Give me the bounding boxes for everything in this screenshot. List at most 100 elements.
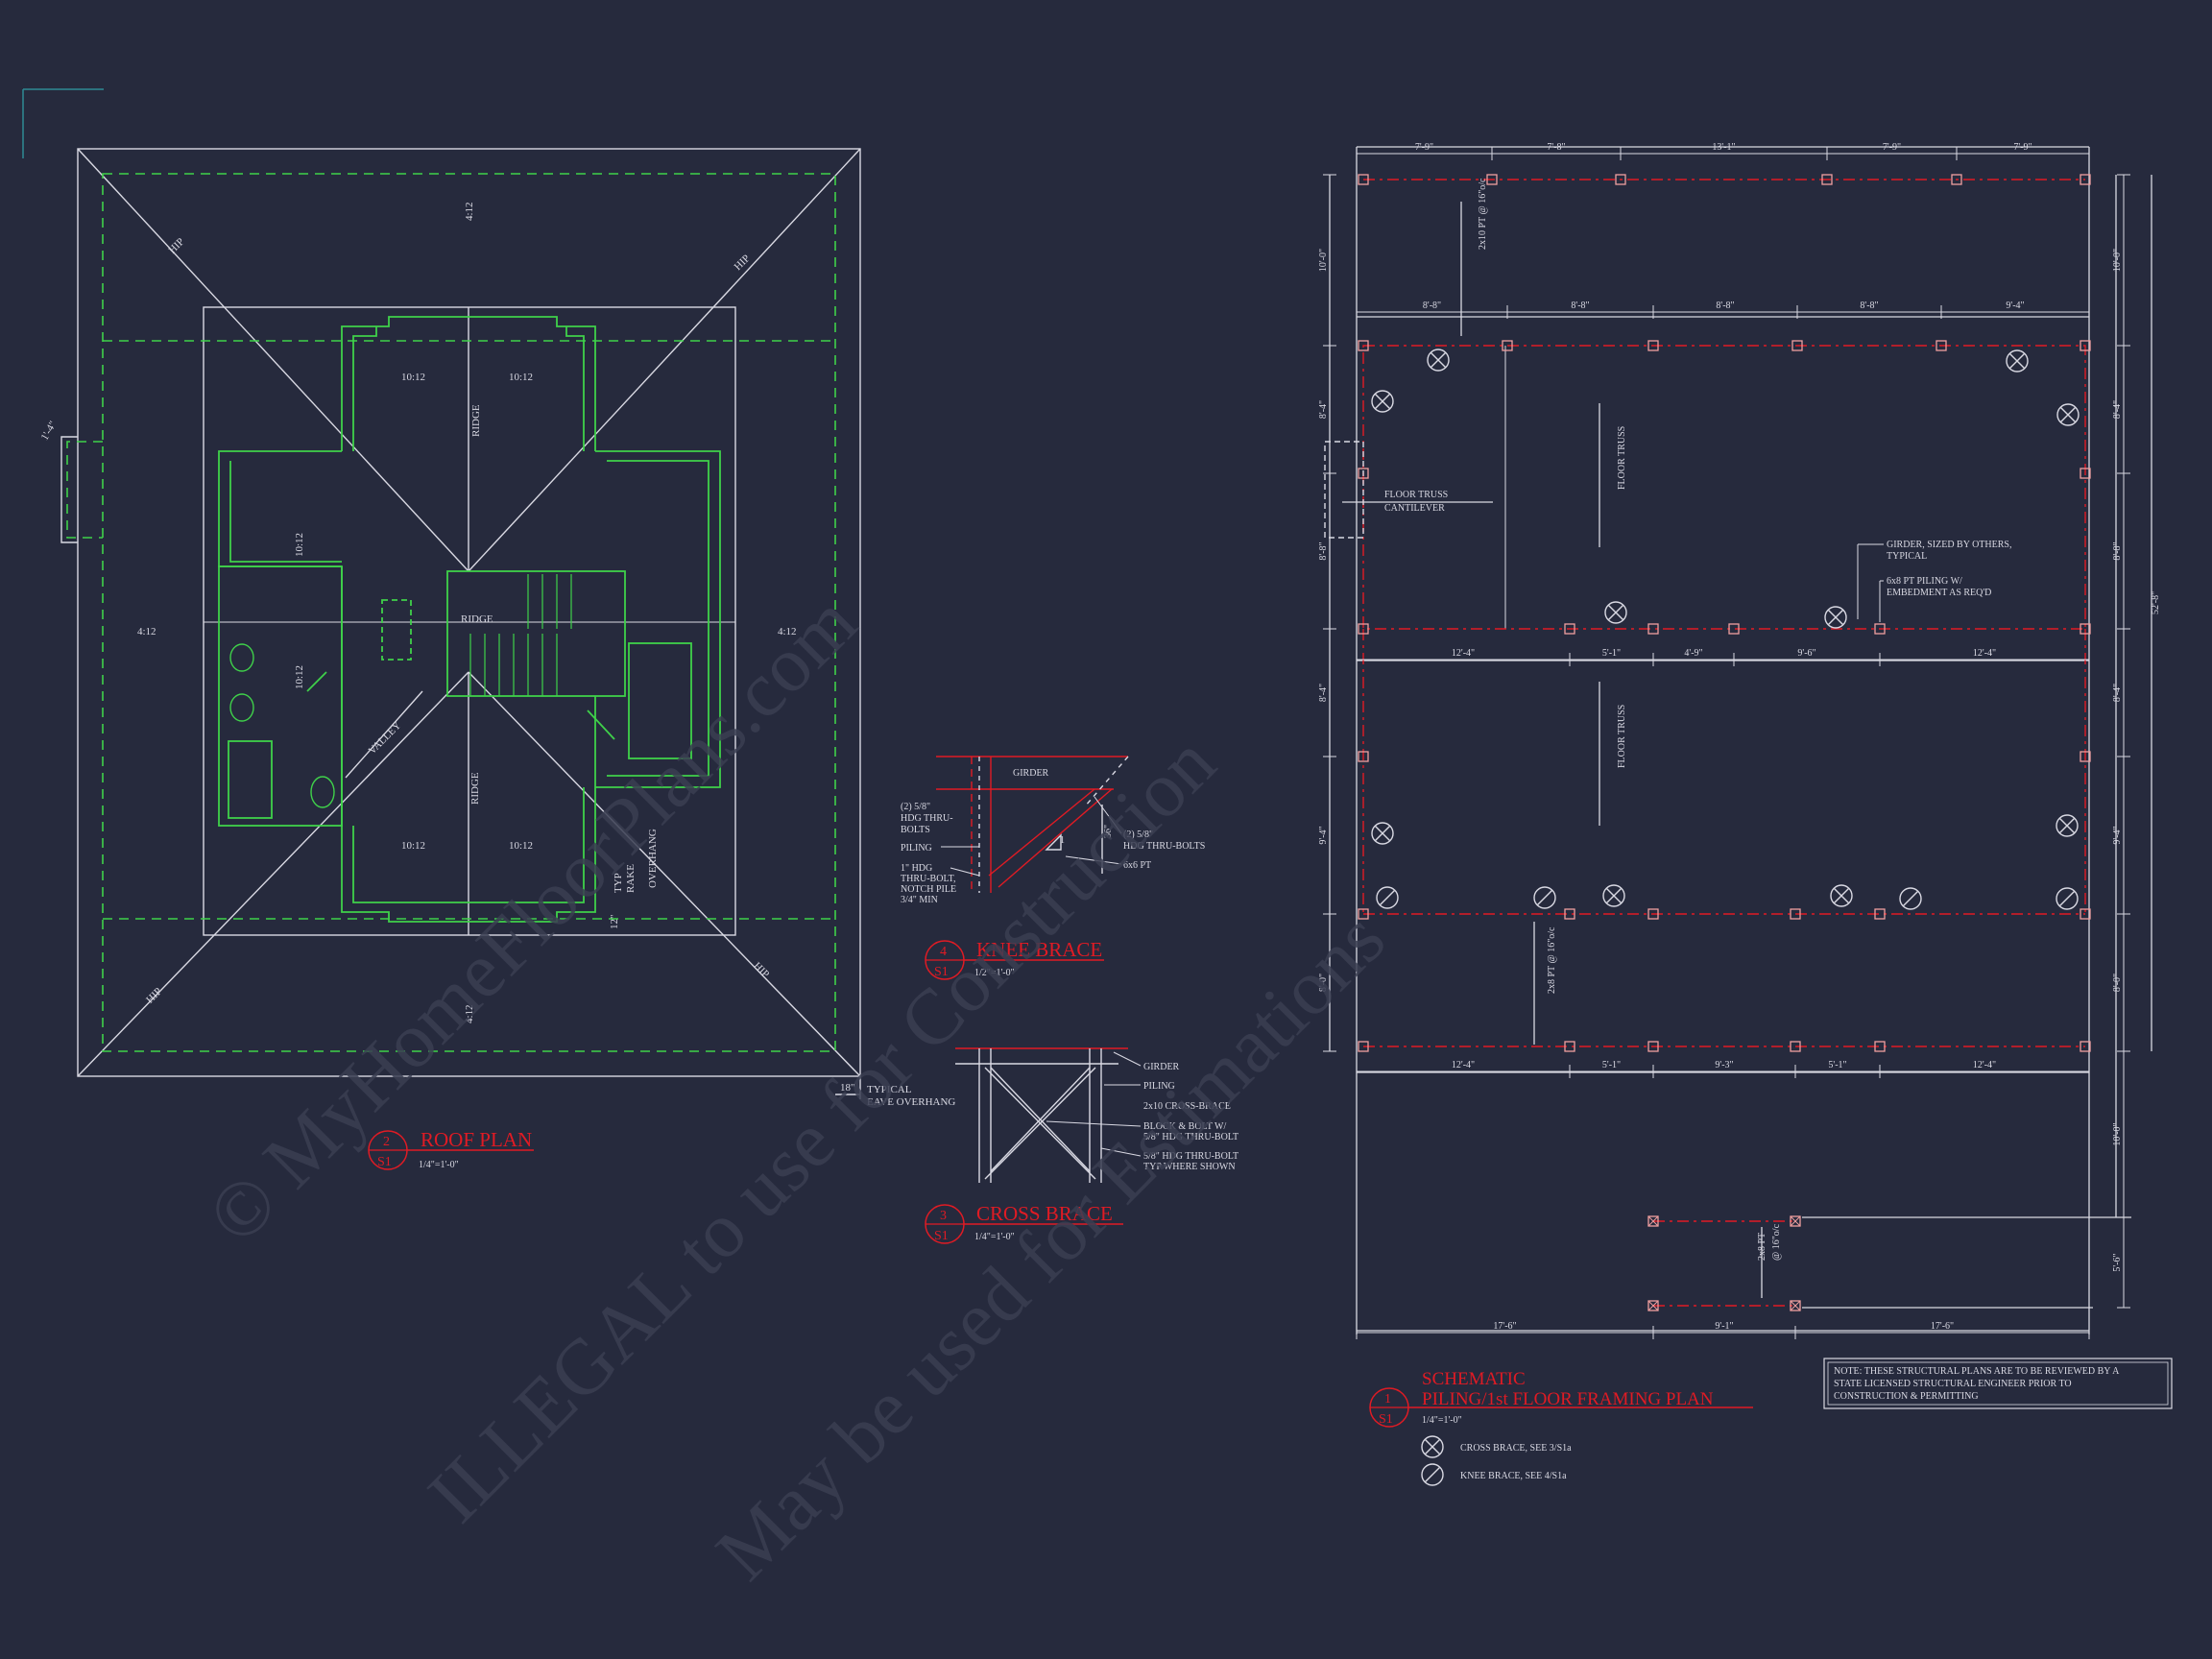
cross-piling: PILING — [1143, 1081, 1175, 1092]
dim-top: 7'-9" — [1415, 142, 1433, 153]
note-line-3: CONSTRUCTION & PERMITTING — [1834, 1391, 1979, 1402]
knee-bolt-2: THRU-BOLT, — [901, 874, 956, 884]
knee-note-left-1: (2) 5/8" — [901, 802, 930, 812]
pile-marker — [1358, 908, 1369, 920]
floor-truss-1: FLOOR TRUSS — [1617, 426, 1627, 490]
dim-row4: 9'-3" — [1715, 1060, 1733, 1070]
roof-plan-title-text: ROOF PLAN — [421, 1128, 532, 1151]
framing-title-1: SCHEMATIC — [1422, 1369, 1526, 1389]
pile-marker — [1647, 1041, 1659, 1052]
rake-label-1: TYP — [613, 873, 624, 893]
pile-marker — [1564, 623, 1575, 635]
dim-row3: 9'-6" — [1797, 648, 1815, 659]
knee-brace-legend-icon — [1421, 1463, 1444, 1486]
bath-fixtures — [229, 643, 335, 808]
dim-right: 8'-8" — [2112, 541, 2123, 560]
cross-girder: GIRDER — [1143, 1062, 1180, 1072]
knee-angle: 1 — [1060, 835, 1065, 846]
pt-joist-label: 2x10 PT @ 16"o/c — [1478, 178, 1488, 250]
title-number-2: 2 — [383, 1135, 390, 1149]
cross-brace-icon — [1824, 606, 1847, 629]
dim-row4: 5'-1" — [1602, 1060, 1621, 1070]
pile-marker — [2080, 468, 2091, 479]
dim-bottom: 17'-6" — [1931, 1321, 1954, 1332]
toilet-icon — [310, 776, 335, 808]
door-swing-1 — [306, 671, 327, 692]
pile-markers — [1358, 174, 2091, 1311]
cross-block-1: BLOCK & BOLT W/ — [1143, 1121, 1226, 1132]
cross-brace-icon — [2056, 814, 2079, 837]
cross-hdg-2: TYP WHERE SHOWN — [1143, 1162, 1236, 1172]
girder-note-1: GIRDER, SIZED BY OTHERS, — [1887, 540, 2011, 550]
pile-marker — [1647, 623, 1659, 635]
framing-red-beams — [1324, 179, 2086, 1307]
wall-upper-wing-inner-r — [565, 326, 585, 451]
cross-brace-icon — [1602, 884, 1625, 907]
hall-feature — [381, 599, 412, 661]
structural-note: NOTE: THESE STRUCTURAL PLANS ARE TO BE R… — [1823, 1358, 2173, 1409]
dim-row2: 8'-8" — [1860, 301, 1878, 311]
brace-legend: CROSS BRACE, SEE 3/S1a KNEE BRACE, SEE 4… — [1421, 1435, 1572, 1486]
pile-marker — [1502, 340, 1513, 351]
title-sheet-2: S1 — [377, 1155, 392, 1169]
pile-marker — [2080, 751, 2091, 762]
pile-marker — [1647, 340, 1659, 351]
knee-brace-labels: GIRDER (2) 5/8" HDG THRU- BOLTS PILING 1… — [901, 768, 1205, 905]
dim-row3: 5'-1" — [1602, 648, 1621, 659]
pile-marker — [1564, 1041, 1575, 1052]
dim-left: 9'-4" — [1318, 826, 1329, 844]
wall-bath-inner — [228, 740, 273, 819]
pile-marker — [1358, 340, 1369, 351]
dim-left: 8'-0" — [1318, 974, 1329, 992]
dim-right: 8'-4" — [2112, 684, 2123, 702]
dim-left: 8'-8" — [1318, 541, 1329, 560]
cross-brace-icon — [1830, 884, 1853, 907]
framing-plan-title: 1 S1 SCHEMATIC PILING/1st FLOOR FRAMING … — [1369, 1369, 1753, 1428]
knee-brace-title-text: KNEE BRACE — [976, 938, 1102, 961]
knee-brace-detail — [936, 756, 1129, 893]
pile-marker — [1874, 908, 1886, 920]
roof-plan-scale: 1/4"=1'-0" — [419, 1160, 459, 1170]
wall-right-wing — [595, 450, 721, 788]
dim-row4: 12'-4" — [1973, 1060, 1996, 1070]
pile-marker — [1647, 908, 1659, 920]
dim-row3: 12'-4" — [1452, 648, 1475, 659]
cross-brace-icon — [1371, 822, 1394, 845]
pile-marker — [2080, 908, 2091, 920]
overhang-side — [66, 441, 103, 539]
knee-note-right-2: HDG THRU-BOLTS — [1123, 841, 1205, 852]
note-line-2: STATE LICENSED STRUCTURAL ENGINEER PRIOR… — [1834, 1379, 2072, 1389]
dim-right: 8'-0" — [2112, 974, 2123, 992]
dim-row2: 9'-4" — [2006, 301, 2024, 311]
cross-brace-label: 2x10 CROSS-BRACE — [1143, 1101, 1231, 1112]
dim-right: 5'-6" — [2112, 1253, 2123, 1271]
title-number-1: 1 — [1384, 1392, 1391, 1407]
pile-marker — [1358, 751, 1369, 762]
valley-line — [345, 690, 423, 779]
roof-floorplan-walls — [218, 316, 721, 923]
cross-brace-icon — [1371, 390, 1394, 413]
framing-dimensions: 7'-9"7'-8"13'-1"7'-9"7'-9"8'-8"8'-8"8'-8… — [1318, 142, 2130, 1339]
framing-arrows — [1342, 202, 1763, 1298]
knee-pt: 6x6 PT — [1123, 860, 1151, 871]
brace-markers — [1371, 349, 2080, 910]
girder-note-2: TYPICAL — [1887, 551, 1927, 562]
cross-block-2: 5/8" HDG THRU-BOLT — [1143, 1132, 1238, 1142]
dim-row3: 4'-9" — [1684, 648, 1702, 659]
dim-row2: 8'-8" — [1571, 301, 1589, 311]
pile-marker — [2080, 1041, 2091, 1052]
pile-marker — [1936, 340, 1947, 351]
rake-label-3: OVERHANG — [647, 829, 659, 888]
cross-brace-icon — [1427, 349, 1450, 372]
ridge-label-3: RIDGE — [469, 772, 481, 805]
note-line-1: NOTE: THESE STRUCTURAL PLANS ARE TO BE R… — [1834, 1366, 2120, 1377]
legend-cross-text: CROSS BRACE, SEE 3/S1a — [1460, 1443, 1572, 1454]
hip-line-bl — [77, 671, 469, 1077]
roof-outer-eave — [77, 148, 861, 1077]
knee-brace-icon — [2056, 887, 2079, 910]
dim-bottom: 9'-1" — [1715, 1321, 1733, 1332]
dim-left: 8'-4" — [1318, 684, 1329, 702]
pile-marker — [1358, 1041, 1369, 1052]
knee-brace-icon — [1533, 886, 1556, 909]
knee-brace-icon — [1376, 886, 1399, 909]
